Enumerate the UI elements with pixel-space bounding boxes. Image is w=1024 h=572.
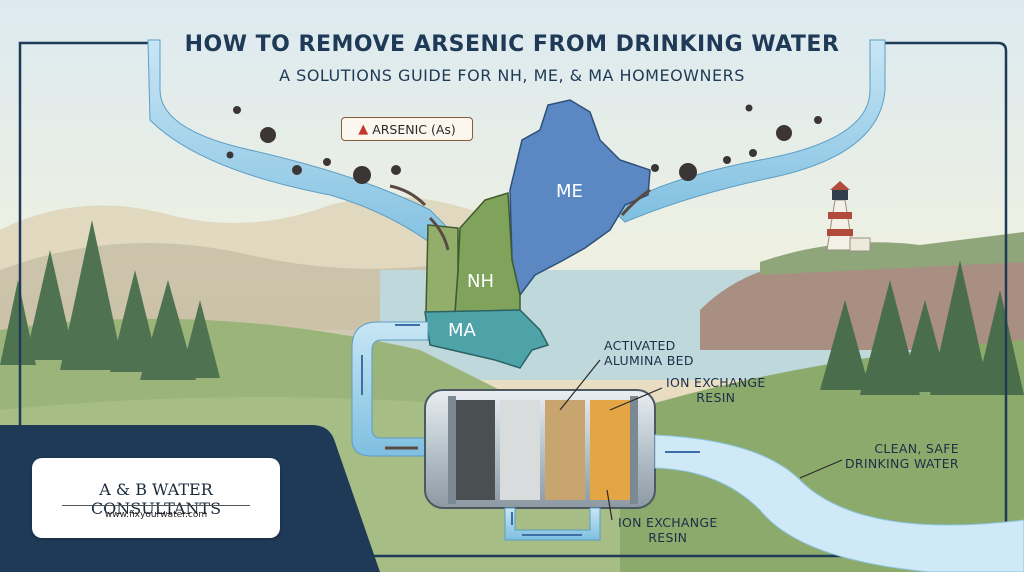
state-label-massachusetts: MA (448, 320, 476, 341)
state-label-maine: ME (556, 181, 583, 202)
ion-exchange-top-label: ION EXCHANGE RESIN (666, 375, 766, 405)
filter-layer-carbon (455, 400, 495, 500)
bypass-pipe (504, 507, 601, 541)
ion-exchange-bottom-label: ION EXCHANGE RESIN (618, 515, 718, 545)
label-line: ACTIVATED (604, 338, 676, 353)
coast-cliff (700, 250, 1024, 350)
meadow-right (600, 340, 1024, 572)
brand-logo-box: A & B WATER CONSULTANTS www.fixyourwater… (32, 458, 280, 538)
filter-layer-gravel (500, 400, 540, 500)
warning-triangle-icon: ▲ (358, 121, 369, 137)
brand-url[interactable]: www.fixyourwater.com (104, 510, 208, 520)
brand-divider (62, 505, 250, 506)
contaminated-water-pipe-right (614, 39, 886, 223)
arsenic-particles (226, 104, 822, 184)
filter-layer-resin (590, 400, 630, 500)
page-title: HOW TO REMOVE ARSENIC FROM DRINKING WATE… (184, 32, 840, 57)
state-label-new-hampshire: NH (467, 271, 494, 292)
label-line: RESIN (648, 530, 688, 545)
leader-lines (559, 359, 843, 521)
label-line: ION EXCHANGE (666, 375, 766, 390)
label-line: ALUMINA BED (604, 353, 694, 368)
pine-trees-right (820, 260, 1024, 395)
label-line: DRINKING WATER (845, 456, 959, 471)
label-line: CLEAN, SAFE (874, 441, 959, 456)
activated-alumina-label: ACTIVATED ALUMINA BED (604, 338, 694, 368)
vermont-map (425, 224, 459, 313)
arsenic-label: ▲ ARSENIC (As) (341, 117, 473, 141)
filter-tank (424, 389, 656, 509)
label-line: ION EXCHANGE (618, 515, 718, 530)
flow-arrows (361, 184, 700, 536)
arsenic-label-text: ARSENIC (As) (372, 121, 456, 137)
pine-trees-left (0, 220, 220, 380)
massachusetts-map (424, 309, 550, 369)
filter-layer-alumina (545, 400, 585, 500)
brand-name: A & B WATER CONSULTANTS (90, 480, 222, 518)
cliff-top-green (760, 232, 1024, 275)
label-line: RESIN (696, 390, 736, 405)
lighthouse (826, 181, 871, 252)
page-subtitle: A SOLUTIONS GUIDE FOR NH, ME, & MA HOMEO… (279, 66, 745, 85)
clean-water-label: CLEAN, SAFE DRINKING WATER (845, 441, 959, 471)
maine-map (509, 99, 651, 297)
